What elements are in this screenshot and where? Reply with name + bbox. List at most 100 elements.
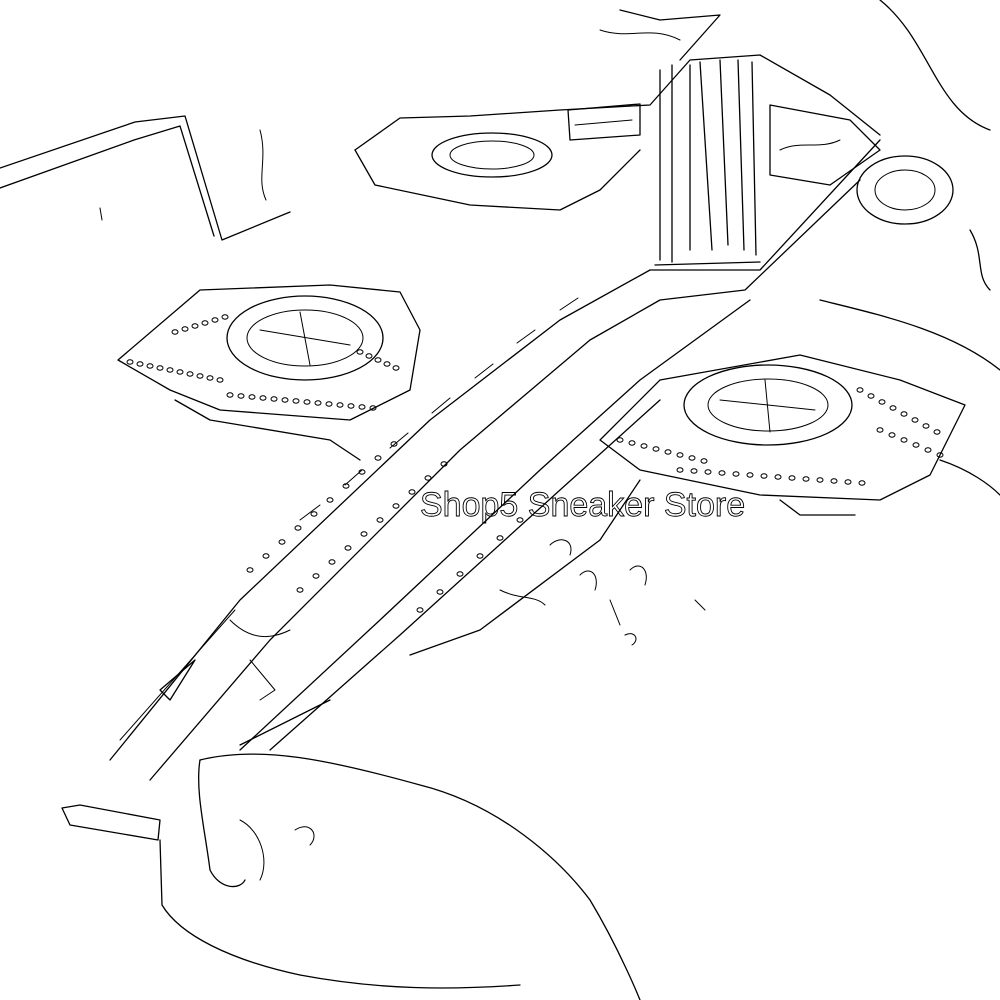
- port-loop: [788, 475, 796, 481]
- port-loop: [216, 377, 224, 383]
- port-loop: [176, 369, 184, 375]
- port-loop: [933, 429, 941, 435]
- port-loop: [456, 571, 464, 577]
- port-loop: [292, 398, 300, 404]
- port-loop: [358, 404, 366, 410]
- port-loop: [718, 470, 726, 476]
- port-loop: [196, 373, 204, 379]
- hand-outline: [61, 753, 641, 1000]
- port-loop: [640, 443, 648, 449]
- bow-runway-stripes: [654, 59, 761, 266]
- port-loop: [374, 455, 382, 461]
- port-loop: [476, 553, 484, 559]
- port-loop: [325, 401, 333, 407]
- port-loop: [876, 427, 884, 433]
- port-loop: [856, 387, 864, 393]
- port-loop: [186, 371, 194, 377]
- port-loop: [342, 483, 350, 489]
- port-loop: [376, 517, 384, 523]
- port-loop: [206, 375, 214, 381]
- port-loop: [900, 411, 908, 417]
- port-loop: [844, 479, 852, 485]
- port-loop: [424, 475, 432, 481]
- port-loop: [867, 393, 875, 399]
- port-loop: [664, 449, 672, 455]
- port-loop: [259, 395, 267, 401]
- port-loop: [516, 517, 524, 523]
- watermark-text: Shop5 Sneaker Store: [420, 486, 745, 524]
- port-loop: [390, 441, 398, 447]
- port-loop: [221, 314, 229, 320]
- port-loop: [688, 455, 696, 461]
- port-loop: [628, 440, 636, 446]
- port-loop: [126, 359, 134, 365]
- port-loop: [416, 607, 424, 613]
- port-loop: [246, 567, 254, 573]
- left-pod-port-loops: [126, 314, 400, 411]
- background-device-edges: [0, 115, 291, 241]
- port-loop: [237, 393, 245, 399]
- port-loop: [888, 432, 896, 438]
- watermark: Shop5 Sneaker Store: [420, 486, 746, 525]
- port-loop: [760, 473, 768, 479]
- port-loop: [336, 402, 344, 408]
- port-loop: [344, 545, 352, 551]
- port-loop: [440, 461, 448, 467]
- port-loop: [136, 361, 144, 367]
- port-loop: [383, 361, 391, 367]
- port-loop: [774, 474, 782, 480]
- port-loop: [356, 349, 364, 355]
- port-loop: [294, 525, 302, 531]
- port-loop: [889, 405, 897, 411]
- port-loop: [700, 458, 708, 464]
- port-loop: [436, 589, 444, 595]
- main-deck: [109, 139, 881, 781]
- port-loop: [166, 367, 174, 373]
- port-loop: [496, 535, 504, 541]
- port-loop: [281, 397, 289, 403]
- port-loop: [358, 469, 366, 475]
- debris-fragments: [499, 539, 706, 646]
- port-loop: [924, 447, 932, 453]
- port-loop: [296, 587, 304, 593]
- port-loop: [314, 400, 322, 406]
- port-loop: [248, 394, 256, 400]
- port-loop: [328, 559, 336, 565]
- port-loop: [900, 437, 908, 443]
- port-loop: [181, 326, 189, 332]
- port-loop: [858, 480, 866, 486]
- port-loop: [347, 403, 355, 409]
- port-loop: [374, 357, 382, 363]
- right-pod-port-loops: [616, 387, 944, 486]
- port-loop: [704, 469, 712, 475]
- right-rear-pod: [769, 104, 954, 225]
- left-wing-pod: [117, 284, 421, 461]
- port-loop: [392, 503, 400, 509]
- port-loop: [310, 511, 318, 517]
- background-surface-edges: [819, 0, 1000, 496]
- port-loop: [676, 452, 684, 458]
- right-wing-pod: [599, 354, 966, 516]
- port-loop: [365, 353, 373, 359]
- ship-bow-section: [354, 9, 881, 211]
- port-loop: [369, 405, 377, 411]
- port-loop: [262, 553, 270, 559]
- port-loop: [878, 399, 886, 405]
- port-loop: [201, 320, 209, 326]
- port-loop: [911, 417, 919, 423]
- port-loop: [922, 423, 930, 429]
- deck-port-loops: [246, 441, 524, 613]
- port-loop: [408, 489, 416, 495]
- port-loop: [146, 363, 154, 369]
- port-loop: [156, 365, 164, 371]
- port-loop: [912, 442, 920, 448]
- port-loop: [936, 452, 944, 458]
- port-loop: [746, 472, 754, 478]
- port-loop: [211, 317, 219, 323]
- port-loop: [303, 399, 311, 405]
- port-loop: [732, 471, 740, 477]
- port-loop: [171, 329, 179, 335]
- port-loop: [690, 468, 698, 474]
- port-loop: [392, 365, 400, 371]
